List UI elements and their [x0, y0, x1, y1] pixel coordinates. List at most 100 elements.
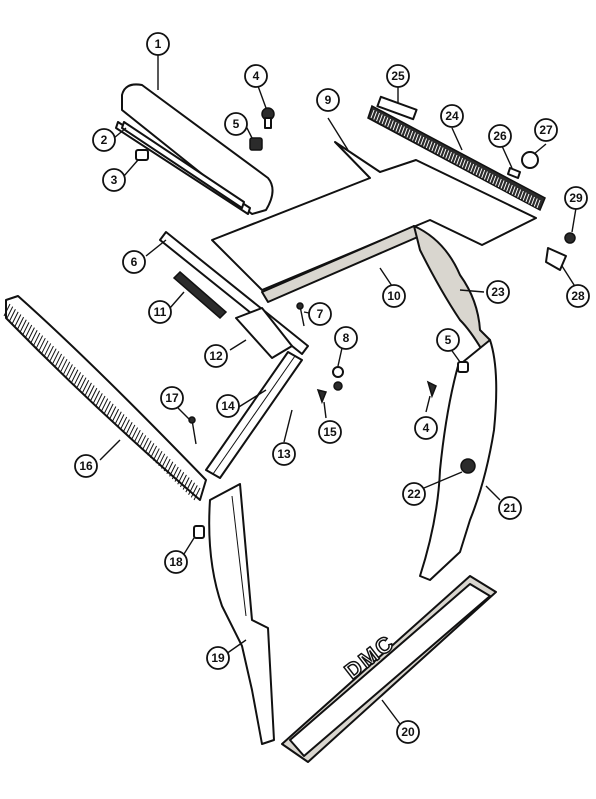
callout-label: 11 — [154, 305, 167, 319]
callout-label: 23 — [491, 285, 505, 299]
callout-2: 2 — [92, 128, 116, 152]
callout-21: 21 — [498, 496, 522, 520]
part-5-nut-upper — [249, 137, 263, 151]
callout-label: 19 — [211, 651, 225, 665]
callout-circle — [440, 104, 464, 128]
callout-1: 1 — [146, 32, 170, 56]
part-15-screw — [316, 388, 328, 405]
callout-label: 14 — [221, 399, 235, 413]
callout-26: 26 — [488, 124, 512, 148]
part-18-nut — [193, 525, 205, 539]
part-22-fastener — [460, 458, 476, 474]
callout-circle — [92, 128, 116, 152]
callout-label: 18 — [169, 555, 183, 569]
callout-label: 12 — [209, 349, 223, 363]
part-8-washers — [332, 366, 344, 391]
callout-circle — [272, 442, 296, 466]
callout-circle — [382, 284, 406, 308]
callout-29: 29 — [564, 186, 588, 210]
callout-circle — [102, 168, 126, 192]
callout-4: 4 — [414, 416, 438, 440]
callout-circle — [164, 550, 188, 574]
callout-circle — [566, 284, 590, 308]
callout-circle — [74, 454, 98, 478]
callout-18: 18 — [164, 550, 188, 574]
callout-label: 2 — [101, 133, 108, 147]
part-7-pin — [296, 302, 305, 327]
callout-label: 6 — [131, 255, 138, 269]
callout-14: 14 — [216, 394, 240, 418]
callout-circle — [206, 646, 230, 670]
part-4-screw-lower — [426, 380, 437, 399]
callout-label: 3 — [111, 173, 118, 187]
callout-label: 16 — [79, 459, 93, 473]
callout-12: 12 — [204, 344, 228, 368]
callout-circle — [224, 112, 248, 136]
callout-7: 7 — [308, 302, 332, 326]
callout-label: 27 — [539, 123, 553, 137]
callout-layer: 1234567891011121314151617181920212223242… — [74, 32, 590, 744]
callout-9: 9 — [316, 88, 340, 112]
callout-circle — [386, 64, 410, 88]
part-16-grille — [3, 295, 207, 501]
part-27-cap — [521, 151, 539, 169]
part-25-bar — [376, 95, 418, 121]
callout-label: 29 — [569, 191, 583, 205]
callout-label: 17 — [165, 391, 179, 405]
part-12-plate — [235, 307, 293, 359]
callout-6: 6 — [122, 250, 146, 274]
part-9-floor-panel — [211, 141, 537, 291]
callout-label: 4 — [423, 421, 430, 435]
part-20-sill-plate: DMC — [281, 575, 497, 763]
part-4-screw-upper — [261, 107, 275, 129]
callout-circle — [414, 416, 438, 440]
callout-label: 20 — [401, 725, 415, 739]
callout-28: 28 — [566, 284, 590, 308]
callout-circle — [534, 118, 558, 142]
part-17-screw — [188, 416, 197, 445]
callout-5: 5 — [224, 112, 248, 136]
callout-circle — [498, 496, 522, 520]
callout-label: 7 — [317, 307, 324, 321]
callout-label: 21 — [503, 501, 517, 515]
callout-label: 10 — [387, 289, 401, 303]
part-29-screw — [564, 232, 576, 244]
callout-label: 22 — [407, 487, 421, 501]
callout-circle — [160, 386, 184, 410]
callout-circle — [334, 326, 358, 350]
part-14-strip — [205, 351, 303, 479]
callout-label: 13 — [277, 447, 291, 461]
callout-label: 1 — [155, 37, 162, 51]
callout-label: 28 — [571, 289, 585, 303]
callout-circle — [146, 32, 170, 56]
callout-circle — [488, 124, 512, 148]
callout-22: 22 — [402, 482, 426, 506]
part-28-bracket — [545, 247, 567, 271]
callout-label: 25 — [391, 69, 405, 83]
callout-3: 3 — [102, 168, 126, 192]
callout-circle — [204, 344, 228, 368]
callout-circle — [402, 482, 426, 506]
callout-label: 9 — [325, 93, 332, 107]
callout-15: 15 — [318, 420, 342, 444]
callout-circle — [564, 186, 588, 210]
part-11-block — [172, 270, 228, 320]
callout-label: 15 — [323, 425, 337, 439]
callout-circle — [318, 420, 342, 444]
callout-circle — [216, 394, 240, 418]
callout-circle — [308, 302, 332, 326]
callout-27: 27 — [534, 118, 558, 142]
callout-11: 11 — [148, 300, 172, 324]
part-5-nut-lower — [457, 361, 469, 373]
callout-circle — [396, 720, 420, 744]
callout-23: 23 — [486, 280, 510, 304]
part-19-pillar-panel — [208, 483, 275, 745]
part-24-grille-strip — [367, 104, 546, 212]
callout-17: 17 — [160, 386, 184, 410]
callout-16: 16 — [74, 454, 98, 478]
callout-8: 8 — [334, 326, 358, 350]
callout-circle — [148, 300, 172, 324]
callout-10: 10 — [382, 284, 406, 308]
